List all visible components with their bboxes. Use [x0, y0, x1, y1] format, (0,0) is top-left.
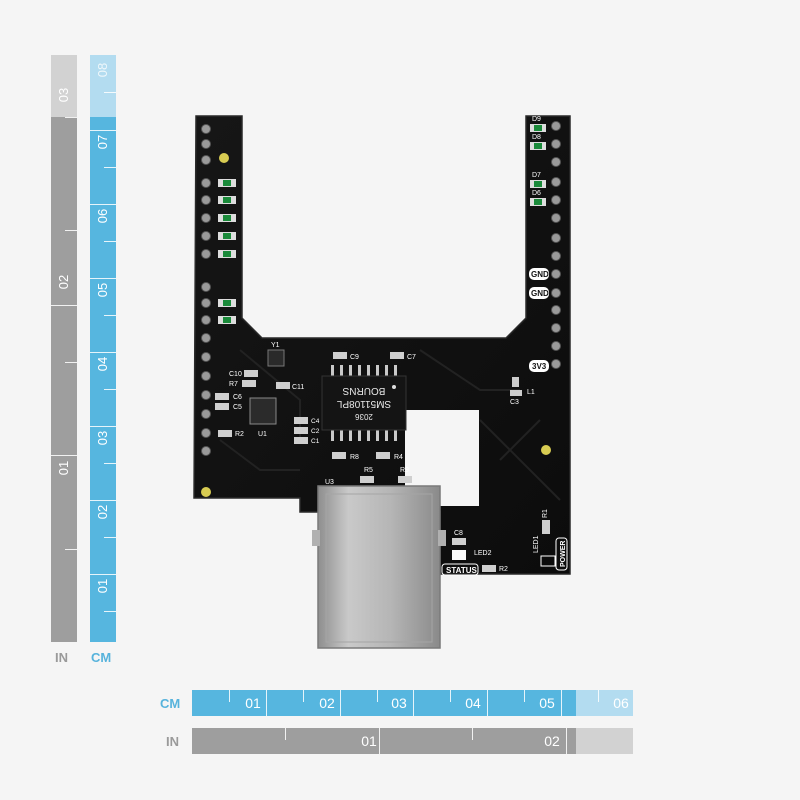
gnd-badge-1	[529, 268, 549, 280]
hin-label-01: 01	[361, 733, 377, 749]
capacitor-c1	[294, 437, 308, 444]
hcm-label-04: 04	[465, 695, 481, 711]
rj45-ethernet-jack	[312, 485, 446, 649]
label-c3: C3	[510, 399, 519, 406]
horizontal-inch-unit: IN	[166, 734, 179, 749]
capacitor-c4	[294, 417, 308, 424]
label-led2: LED2	[474, 550, 492, 557]
resistor-r8	[332, 452, 346, 459]
mounting-hole-right	[541, 445, 551, 455]
right-header-pins	[551, 121, 561, 369]
hcm-label-02: 02	[319, 695, 335, 711]
right-led-row	[530, 124, 546, 206]
ic-u1	[249, 397, 277, 425]
capacitor-c2	[294, 427, 308, 434]
label-u3: U3	[325, 479, 334, 486]
horizontal-inch-ruler: 01 02	[192, 728, 633, 754]
vertical-cm-ruler: 08 07 06 05 04 03 02 01	[90, 55, 116, 642]
resistor-r9	[398, 476, 412, 483]
capacitor-c11	[276, 382, 290, 389]
hcm-label-03: 03	[391, 695, 407, 711]
mounting-hole-bottom-left	[201, 487, 211, 497]
hcm-label-01: 01	[245, 695, 261, 711]
inductor-l1	[512, 377, 519, 387]
resistor-r2-right	[482, 565, 496, 572]
label-r4: R4	[394, 454, 403, 461]
label-c10: C10	[229, 371, 242, 378]
capacitor-c9	[333, 352, 347, 359]
label-c5: C5	[233, 404, 242, 411]
status-box	[441, 563, 479, 576]
mounting-hole-top-left	[219, 153, 229, 163]
label-led1: LED1	[533, 535, 540, 553]
capacitor-c3	[510, 390, 522, 396]
chip-part-number: SM51108PL	[336, 398, 391, 409]
gnd-label-2: GND	[531, 289, 549, 298]
vertical-inch-ruler: 03 02 01	[51, 55, 77, 642]
chip-brand: BOURNS	[342, 385, 385, 396]
label-r1: R1	[542, 509, 549, 518]
resistor-r4	[376, 452, 390, 459]
label-c1: C1	[311, 438, 320, 445]
label-c11: C11	[292, 384, 304, 391]
label-u1: U1	[258, 431, 267, 438]
power-box	[555, 537, 568, 571]
resistor-r2-left	[218, 430, 232, 437]
capacitor-c5	[215, 403, 229, 410]
hcm-label-05: 05	[539, 695, 555, 711]
capacitor-c7	[390, 352, 404, 359]
horizontal-cm-unit: CM	[160, 696, 181, 711]
capacitor-c8	[452, 538, 466, 545]
chip-date-code: 2036	[355, 412, 373, 421]
label-c4: C4	[311, 418, 320, 425]
hcm-label-06: 06	[613, 695, 629, 711]
status-led	[452, 550, 466, 560]
hin-label-02: 02	[544, 733, 560, 749]
label-r8: R8	[350, 454, 359, 461]
label-r5: R5	[364, 467, 373, 474]
label-d6: D6	[532, 190, 541, 197]
left-led-row	[218, 179, 236, 324]
label-l1: L1	[527, 389, 535, 396]
left-header-pins	[201, 124, 211, 456]
label-c7: C7	[407, 354, 416, 361]
label-d9: D9	[532, 116, 541, 123]
label-r2-right: R2	[499, 566, 508, 573]
label-c8: C8	[454, 530, 463, 537]
resistor-r7	[242, 380, 256, 387]
label-r7: R7	[229, 381, 238, 388]
capacitor-c6	[215, 393, 229, 400]
v33-badge	[529, 360, 549, 372]
gnd-badge-2	[529, 287, 549, 299]
label-c9: C9	[350, 354, 359, 361]
label-d7: D7	[532, 172, 541, 179]
resistor-r1	[542, 520, 550, 534]
capacitor-c10	[244, 370, 258, 377]
v33-label: 3V3	[532, 362, 547, 371]
label-d8: D8	[532, 134, 541, 141]
label-r2-left: R2	[235, 431, 244, 438]
label-y1: Y1	[271, 342, 280, 349]
gnd-label-1: GND	[531, 270, 549, 279]
vertical-cm-unit: CM	[91, 650, 112, 665]
status-label: STATUS	[446, 566, 477, 575]
power-label: POWER	[560, 541, 567, 567]
horizontal-cm-ruler: 01 02 03 04 05 06	[192, 690, 633, 716]
label-c6: C6	[233, 394, 242, 401]
vertical-inch-unit: IN	[55, 650, 68, 665]
magnetics-chip	[321, 365, 407, 441]
pcb-traces	[219, 349, 561, 501]
resistor-r5	[360, 476, 374, 483]
label-r9: R9	[400, 467, 409, 474]
label-c2: C2	[311, 428, 320, 435]
power-led	[540, 555, 556, 567]
crystal-y1	[267, 349, 285, 367]
